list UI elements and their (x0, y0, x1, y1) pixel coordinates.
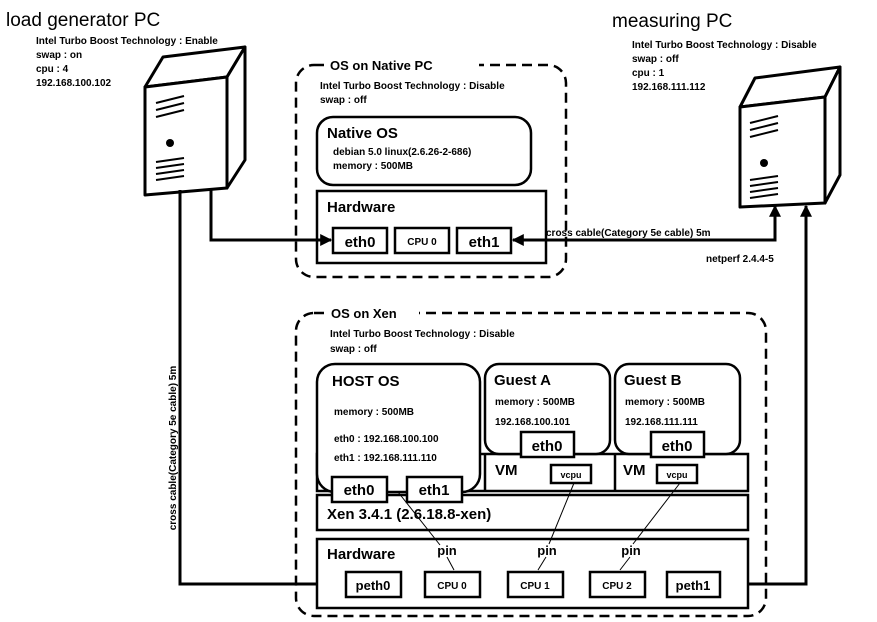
host-os-title: HOST OS (332, 373, 400, 390)
xen-cpu0 (423, 570, 482, 599)
guest-b-vcpu (655, 463, 699, 485)
load-pc-spec: Intel Turbo Boost Technology : Enable (36, 36, 218, 47)
pin-label-host: pin (437, 543, 457, 558)
guest-b-title: Guest B (624, 372, 682, 389)
guest-b-ip: 192.168.111.111 (625, 417, 698, 428)
xen-hypervisor-label: Xen 3.4.1 (2.6.18.8-xen) (327, 506, 491, 523)
guest-a-title: Guest A (494, 372, 551, 389)
guest-b-memory: memory : 500MB (625, 397, 705, 408)
native-eth1-label: eth1 (469, 234, 500, 251)
xen-hypervisor-box (315, 493, 750, 532)
guest-a-vcpu (549, 463, 593, 485)
xen-cable-label: cross cable(Category 5e cable) 5m (168, 366, 179, 531)
native-pc-spec: Intel Turbo Boost Technology : Disable (320, 81, 505, 92)
peth1-port (665, 570, 722, 599)
native-os-box (315, 115, 533, 187)
native-cpu0 (393, 226, 451, 255)
load-pc-to-xen-cable (178, 190, 343, 590)
xen-boundary (294, 311, 768, 618)
host-os-eth1-ip: eth1 : 192.168.111.110 (334, 453, 437, 464)
peth0-label: peth0 (356, 578, 391, 593)
native-os-line: memory : 500MB (333, 161, 413, 172)
load-pc-tower-icon (143, 45, 247, 197)
guest-b-eth0-port (649, 430, 706, 459)
guest-a-ip: 192.168.100.101 (495, 417, 571, 428)
peth0-port (344, 570, 403, 599)
measuring-pc-spec: 192.168.111.112 (632, 82, 706, 93)
host-eth0-port (330, 475, 389, 504)
guest-a-vcpu-label: vcpu (560, 470, 581, 480)
xen-cpu1-label: CPU 1 (520, 581, 550, 592)
host-eth1-port (405, 475, 464, 504)
peth1-label: peth1 (676, 578, 711, 593)
xen-hardware-label: Hardware (327, 546, 395, 563)
host-eth1-label: eth1 (419, 482, 450, 499)
load-pc-title: load generator PC (6, 10, 160, 31)
native-eth1-port (455, 226, 513, 255)
native-cable-label: cross cable(Category 5e cable) 5m (546, 228, 711, 239)
xen-to-measuring-cable (720, 204, 812, 590)
measuring-pc-title: measuring PC (612, 11, 732, 32)
measuring-pc-tower-icon (738, 65, 842, 209)
guest-a-memory: memory : 500MB (495, 397, 575, 408)
xen-cpu2-label: CPU 2 (602, 581, 632, 592)
native-eth0-label: eth0 (345, 234, 376, 251)
guest-a-vm-label: VM (495, 462, 518, 479)
host-os-eth0-ip: eth0 : 192.168.100.100 (334, 434, 439, 445)
native-hardware-label: Hardware (327, 199, 395, 216)
native-cpu0-label: CPU 0 (407, 237, 437, 248)
pin-lines (397, 482, 681, 571)
load-pc-to-native-cable (209, 190, 333, 246)
xen-cpu1 (506, 570, 565, 599)
guest-b-eth0-label: eth0 (662, 438, 693, 455)
native-eth0-port (331, 226, 389, 255)
xen-cpu0-label: CPU 0 (437, 581, 467, 592)
measuring-pc-spec: swap : off (632, 54, 679, 65)
load-pc-spec: cpu : 4 (36, 64, 69, 75)
load-pc-spec: swap : on (36, 50, 82, 61)
guest-a-eth0-label: eth0 (532, 438, 563, 455)
guest-a-eth0-port (519, 430, 576, 459)
host-os-memory: memory : 500MB (334, 407, 414, 418)
xen-title: OS on Xen (331, 306, 397, 321)
native-pc-title: OS on Native PC (330, 58, 433, 73)
native-os-title: Native OS (327, 125, 398, 142)
native-pc-spec: swap : off (320, 95, 367, 106)
xen-cpu2 (588, 570, 647, 599)
guest-b-vm-label: VM (623, 462, 646, 479)
host-eth0-label: eth0 (344, 482, 375, 499)
native-os-line: debian 5.0 linux(2.6.26-2-686) (333, 147, 471, 158)
xen-spec: Intel Turbo Boost Technology : Disable (330, 329, 515, 340)
measuring-pc-spec: cpu : 1 (632, 68, 665, 79)
pin-label-guest-b: pin (621, 543, 641, 558)
xen-spec: swap : off (330, 344, 377, 355)
measuring-pc-spec: Intel Turbo Boost Technology : Disable (632, 40, 817, 51)
load-pc-spec: 192.168.100.102 (36, 78, 112, 89)
netperf-label: netperf 2.4.4-5 (706, 254, 774, 265)
pin-label-guest-a: pin (537, 543, 557, 558)
guest-b-vcpu-label: vcpu (666, 470, 687, 480)
